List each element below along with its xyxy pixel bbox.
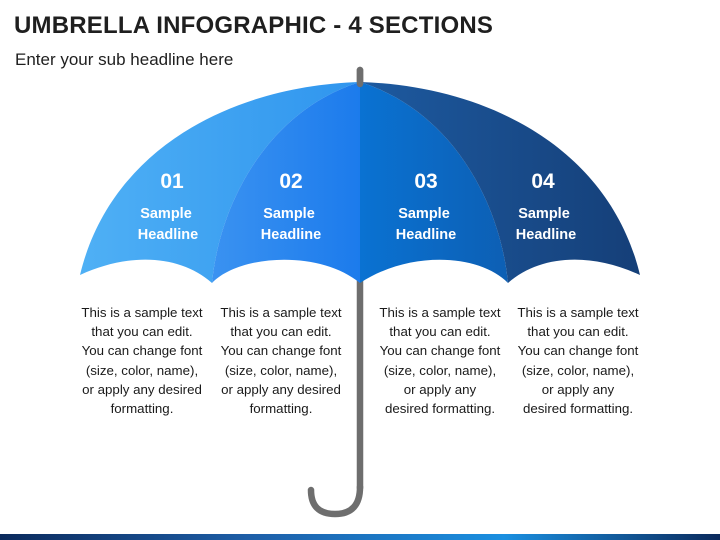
umbrella-panel-4[interactable] [360,82,640,283]
slide-title: UMBRELLA INFOGRAPHIC - 4 SECTIONS [14,12,494,39]
section-2-number: 02 [279,170,302,193]
slide-subtitle: Enter your sub headline here [15,50,234,69]
section-1-body: This is a sample text that you can edit.… [81,305,203,417]
section-3-body: This is a sample text that you can edit.… [379,305,501,417]
section-3-number: 03 [414,170,437,193]
umbrella-panel-2[interactable] [212,82,360,283]
section-2-headline: Sample Headline [261,206,321,243]
bottom-accent-bar [0,534,720,540]
section-4-headline: Sample Headline [516,206,576,243]
umbrella-panel-3[interactable] [360,82,508,283]
section-2-body: This is a sample text that you can edit.… [220,305,342,417]
umbrella-panel-1[interactable] [80,82,360,283]
section-4-number: 04 [531,170,555,193]
section-1-headline: Sample Headline [138,206,198,243]
section-1-number: 01 [160,170,184,193]
section-4-body: This is a sample text that you can edit.… [517,305,639,417]
section-3-headline: Sample Headline [396,206,456,243]
